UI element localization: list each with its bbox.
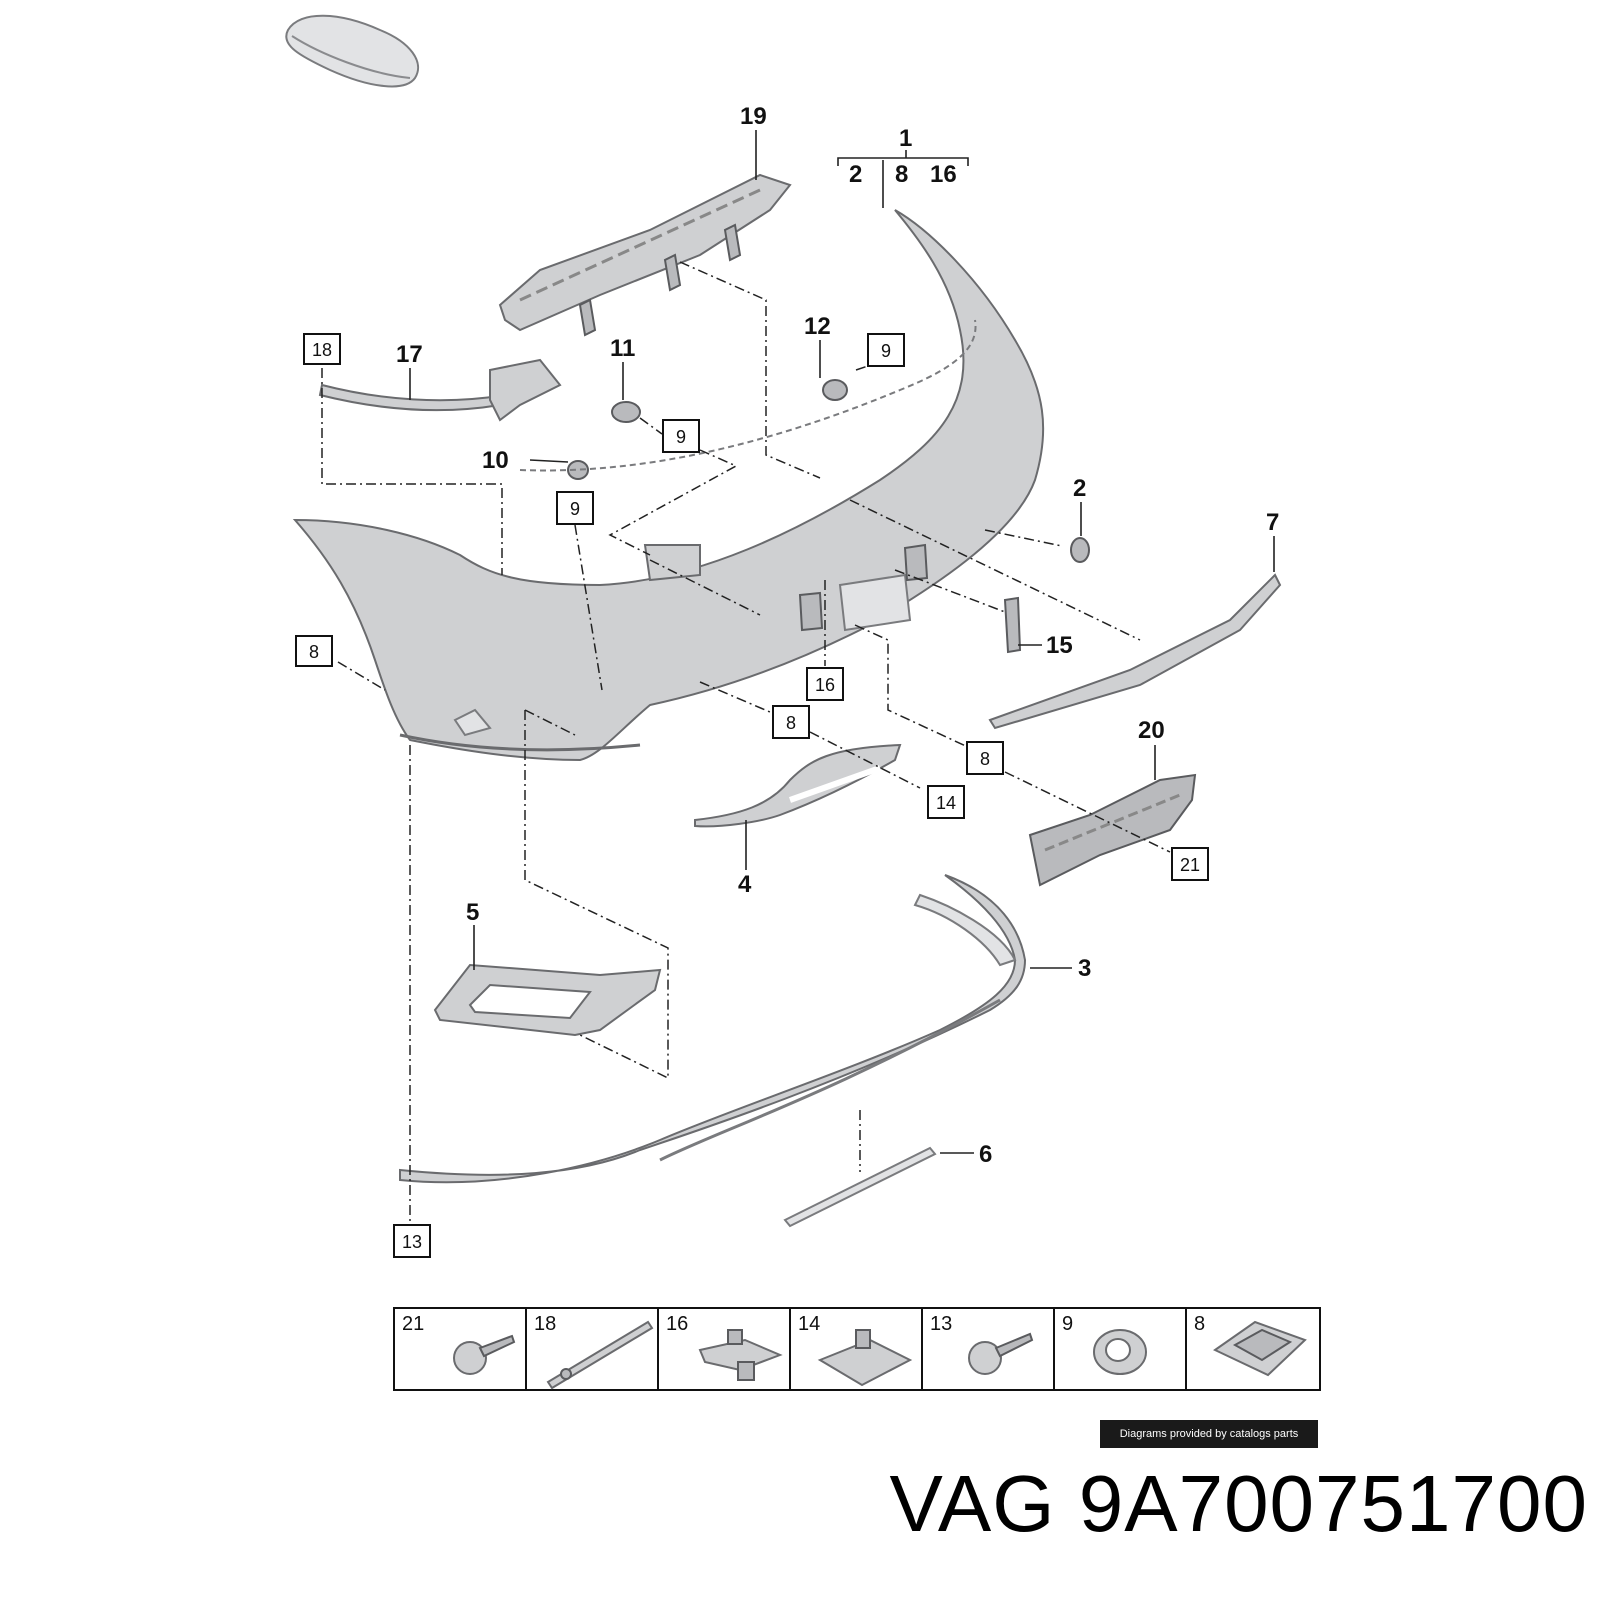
callout-6: 6: [979, 1141, 992, 1168]
ref-box-16: 16: [806, 667, 844, 701]
ref-box-8-left: 8: [295, 635, 333, 667]
svg-text:14: 14: [936, 793, 956, 813]
callout-3: 3: [1078, 955, 1091, 982]
legend-cell-label: 9: [1062, 1313, 1073, 1335]
assembly-dash-lines: [321, 261, 1171, 1222]
leader-lines: [409, 130, 1275, 1154]
svg-text:8: 8: [786, 713, 796, 733]
ref-box-8-center: 8: [772, 705, 810, 739]
spring-clip-icon: [1213, 1320, 1307, 1377]
callout-20: 20: [1138, 717, 1165, 744]
callout-4: 4: [738, 871, 752, 898]
trim-strip-part: [988, 573, 1282, 730]
legend-cell-label: 14: [798, 1313, 820, 1335]
diagram-credit-banner: Diagrams provided by catalogs parts: [1100, 1420, 1318, 1448]
screw-icon: [968, 1332, 1034, 1375]
callout-8-assembly: 8: [895, 161, 908, 188]
car-thumbnail-icon: [285, 14, 420, 88]
speed-nut-icon: [817, 1329, 913, 1387]
svg-text:21: 21: [1180, 855, 1200, 875]
legend-cell-label: 21: [402, 1313, 424, 1335]
parking-sensor-right-part: [822, 379, 848, 401]
ref-box-9-lower: 9: [556, 491, 594, 525]
callout-7: 7: [1266, 509, 1279, 536]
rivet-pin-icon: [546, 1320, 654, 1390]
callout-17: 17: [396, 341, 423, 368]
svg-text:18: 18: [312, 340, 332, 360]
tow-hook-cap-part: [1070, 537, 1090, 563]
ref-box-13: 13: [393, 1224, 431, 1258]
ref-box-9-upper: 9: [867, 333, 905, 367]
fastener-legend-table: 21 18 16 14 13 9 8: [393, 1307, 1321, 1391]
ref-box-8-right: 8: [966, 741, 1004, 775]
side-grille-part: [433, 963, 662, 1037]
callout-15: 15: [1046, 632, 1073, 659]
screw-icon: [453, 1334, 516, 1375]
svg-text:8: 8: [309, 642, 319, 662]
upper-mounting-bracket-part: [498, 173, 792, 337]
part-number-title: VAG 9A700751700: [889, 1459, 1588, 1548]
clip-bracket-icon: [698, 1329, 783, 1381]
diffuser-part: [399, 874, 1027, 1184]
parking-sensor-part: [611, 401, 641, 423]
callout-16-assembly: 16: [930, 161, 957, 188]
legend-cell-label: 16: [666, 1313, 688, 1335]
callout-2-assembly: 2: [849, 161, 862, 188]
side-guide-rail-part: [318, 358, 562, 422]
legend-cell-label: 8: [1194, 1313, 1205, 1335]
sensor-holder-part: [567, 460, 589, 480]
callout-19: 19: [740, 103, 767, 130]
lower-trim-strip-part: [783, 1146, 937, 1228]
callout-1: 1: [899, 125, 912, 152]
ref-box-21: 21: [1171, 847, 1209, 881]
legend-cell-label: 13: [930, 1313, 952, 1335]
bumper-cover-part: [292, 209, 1045, 762]
reflector-part: [1003, 596, 1022, 654]
ref-box-9-middle: 9: [662, 419, 700, 453]
grommet-ring-icon: [1093, 1329, 1147, 1375]
rear-bracket-part: [1028, 773, 1197, 887]
ref-box-14: 14: [927, 785, 965, 819]
callout-12: 12: [804, 313, 831, 340]
ref-box-18: 18: [303, 333, 341, 365]
svg-text:8: 8: [980, 749, 990, 769]
svg-text:16: 16: [815, 675, 835, 695]
svg-text:9: 9: [881, 341, 891, 361]
svg-text:9: 9: [676, 427, 686, 447]
callout-10: 10: [482, 447, 509, 474]
svg-text:9: 9: [570, 499, 580, 519]
svg-text:13: 13: [402, 1232, 422, 1252]
callout-5: 5: [466, 899, 479, 926]
callout-2-cap: 2: [1073, 475, 1086, 502]
grille-frame-part: [694, 743, 902, 828]
callout-11: 11: [610, 335, 635, 362]
legend-cell-label: 18: [534, 1313, 556, 1335]
